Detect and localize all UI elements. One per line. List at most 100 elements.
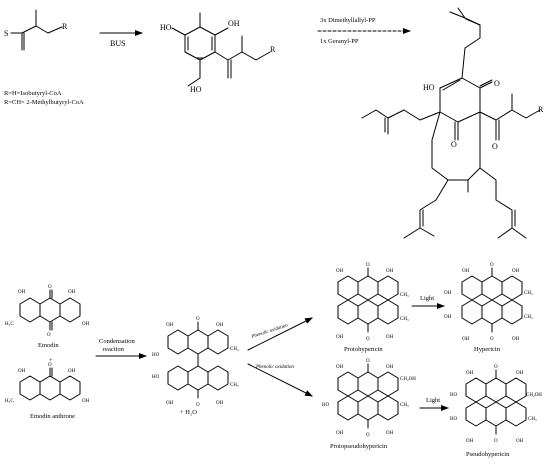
protohypericin-label: Protohypericin bbox=[344, 346, 383, 353]
hyp-o-1: O bbox=[490, 263, 494, 268]
dianthrone-oh-1: OH bbox=[166, 323, 174, 328]
proto-ch3-1: CH₃ bbox=[400, 293, 409, 298]
proto-oh-4: OH bbox=[386, 335, 394, 340]
pp-ch3: CH₃ bbox=[400, 403, 409, 408]
oh-label-2: HO bbox=[190, 85, 202, 94]
protopseudohypericin-structure: OH O OH CH₂OH CH₃ HO OH O OH Protopseudo… bbox=[322, 359, 416, 450]
proto-o-1: O bbox=[366, 263, 370, 268]
dianthrone-oh-3: OH bbox=[166, 401, 174, 406]
hyp-oh-4: OH bbox=[444, 315, 452, 320]
anthrone-oh-3: OH bbox=[82, 399, 90, 404]
light-arrow-1: Light bbox=[411, 295, 445, 309]
acylphloroglucinol-structure: HO OH HO R bbox=[160, 12, 276, 94]
emodin-anthrone-structure: OH O OH H₃C OH Emodin anthrone bbox=[5, 363, 90, 420]
protopseudohypericin-label: Protopseudohypericin bbox=[330, 443, 388, 450]
pp-oh-1: OH bbox=[336, 365, 344, 370]
dianthrone-ch3-2: CH₃ bbox=[230, 383, 239, 388]
dianthrone-ho-1: HO bbox=[152, 353, 160, 358]
r-group-1: R bbox=[62, 22, 68, 31]
dianthrone-o-1: O bbox=[196, 317, 200, 322]
dianthrone-oh-4: OH bbox=[216, 401, 224, 406]
bus-label: BUS bbox=[110, 39, 126, 48]
pseudohypericin-label: Pseudohypericin bbox=[466, 451, 510, 458]
hyp-oh-6: OH bbox=[512, 337, 520, 342]
ps-ho-2: HO bbox=[450, 417, 458, 422]
hyp-oh-5: OH bbox=[462, 337, 470, 342]
ps-oh-1: OH bbox=[466, 371, 474, 376]
pp-oh-4: OH bbox=[386, 431, 394, 436]
pp-o-2: O bbox=[366, 433, 370, 438]
ps-ch3: CH₃ bbox=[528, 417, 537, 422]
ps-o-1: O bbox=[494, 365, 498, 370]
emodin-o-2: O bbox=[47, 333, 51, 338]
dianthrone-ch3-1: CH₃ bbox=[230, 347, 239, 352]
bus-arrow: BUS bbox=[99, 30, 143, 48]
proto-o-2: O bbox=[366, 337, 370, 342]
dianthrone-o-2: O bbox=[196, 403, 200, 408]
emodin-h3c: H₃C bbox=[5, 322, 14, 327]
ps-o-2: O bbox=[494, 439, 498, 444]
s-atom: S bbox=[4, 29, 8, 38]
emodin-oh-1: OH bbox=[18, 290, 26, 295]
emodin-anthrone-label: Emodin anthrone bbox=[30, 413, 75, 420]
o-label-2: O bbox=[451, 140, 457, 149]
water-label: + H₂O bbox=[180, 409, 197, 416]
emodin-structure: OH O OH O H₃C OH Emodin bbox=[5, 285, 90, 349]
proto-oh-3: OH bbox=[336, 335, 344, 340]
o-label-1: O bbox=[494, 79, 500, 88]
protohypericin-structure: OH O OH CH₃ CH₃ O OH OH Protohypericin bbox=[336, 263, 409, 353]
hypericin-label: Hypericin bbox=[474, 346, 501, 353]
hyp-ch3-1: CH₃ bbox=[524, 291, 533, 296]
pp-oh-2: OH bbox=[386, 365, 394, 370]
pp-ho: HO bbox=[322, 403, 330, 408]
prenyl-step-1: 3x Dimethyllallyl-PP bbox=[320, 17, 376, 24]
dianthrone-structure: OH O OH HO CH₃ HO CH₃ OH O OH + H₂O bbox=[152, 317, 239, 416]
anthrone-o: O bbox=[48, 363, 52, 368]
condensation-2: reaction bbox=[103, 346, 125, 353]
pp-o-1: O bbox=[366, 359, 370, 364]
hyp-ch3-2: CH₃ bbox=[524, 315, 533, 320]
r-caption-1: R=H=Isobutyryl-CoA bbox=[4, 90, 62, 97]
ho-label-1: HO bbox=[160, 23, 172, 32]
ho-label-2: HO bbox=[423, 83, 435, 92]
emodin-label: Emodin bbox=[38, 342, 59, 349]
plus-1: + bbox=[49, 357, 53, 364]
oh-label-1: OH bbox=[228, 19, 240, 28]
prenylation-arrow: 3x Dimethyllallyl-PP 1x Geranyl-PP bbox=[317, 17, 411, 45]
o-label-3: O bbox=[492, 142, 498, 151]
ps-ho-1: HO bbox=[450, 393, 458, 398]
r-group-3: R bbox=[538, 105, 544, 114]
dianthrone-oh-2: OH bbox=[216, 323, 224, 328]
anthrone-h3c: H₃C bbox=[5, 399, 14, 404]
condensation-1: Condensation bbox=[99, 338, 135, 345]
acyl-coa-structure: S R bbox=[4, 9, 68, 51]
anthrone-oh-1: OH bbox=[18, 369, 26, 374]
hyp-oh-1: OH bbox=[462, 269, 470, 274]
emodin-oh-2: OH bbox=[68, 290, 76, 295]
r-caption-2: R=CH= 2-Methylbutyryl-CoA bbox=[4, 99, 84, 106]
hyp-oh-2: OH bbox=[512, 269, 520, 274]
light-arrow-2: Light bbox=[419, 397, 449, 411]
proto-oh-1: OH bbox=[336, 269, 344, 274]
oxidation-label-2: Phenolic oxidation bbox=[255, 365, 294, 370]
proto-oh-2: OH bbox=[386, 269, 394, 274]
condensation-arrow: Condensation reaction bbox=[95, 338, 147, 359]
r-group-2: R bbox=[270, 45, 276, 54]
hyp-oh-3: OH bbox=[444, 291, 452, 296]
emodin-o-1: O bbox=[48, 285, 52, 290]
proto-ch3-2: CH₃ bbox=[400, 317, 409, 322]
pp-oh-3: OH bbox=[336, 431, 344, 436]
ps-ch2oh: CH₂OH bbox=[526, 393, 542, 398]
hyp-o-2: O bbox=[490, 337, 494, 342]
emodin-oh-3: OH bbox=[82, 322, 90, 327]
dianthrone-ho-2: HO bbox=[152, 375, 160, 380]
hypericin-structure: OH O OH CH₃ CH₃ OH OH OH O OH Hypericin bbox=[444, 263, 533, 353]
ps-oh-4: OH bbox=[516, 439, 524, 444]
pseudohypericin-structure: OH O OH CH₂OH CH₃ HO HO OH O OH Pseudohy… bbox=[450, 365, 542, 458]
anthrone-oh-2: OH bbox=[68, 369, 76, 374]
ps-oh-3: OH bbox=[466, 439, 474, 444]
prenyl-step-2: 1x Geranyl-PP bbox=[320, 38, 359, 45]
hyperforin-structure: O HO O O R bbox=[361, 7, 544, 239]
